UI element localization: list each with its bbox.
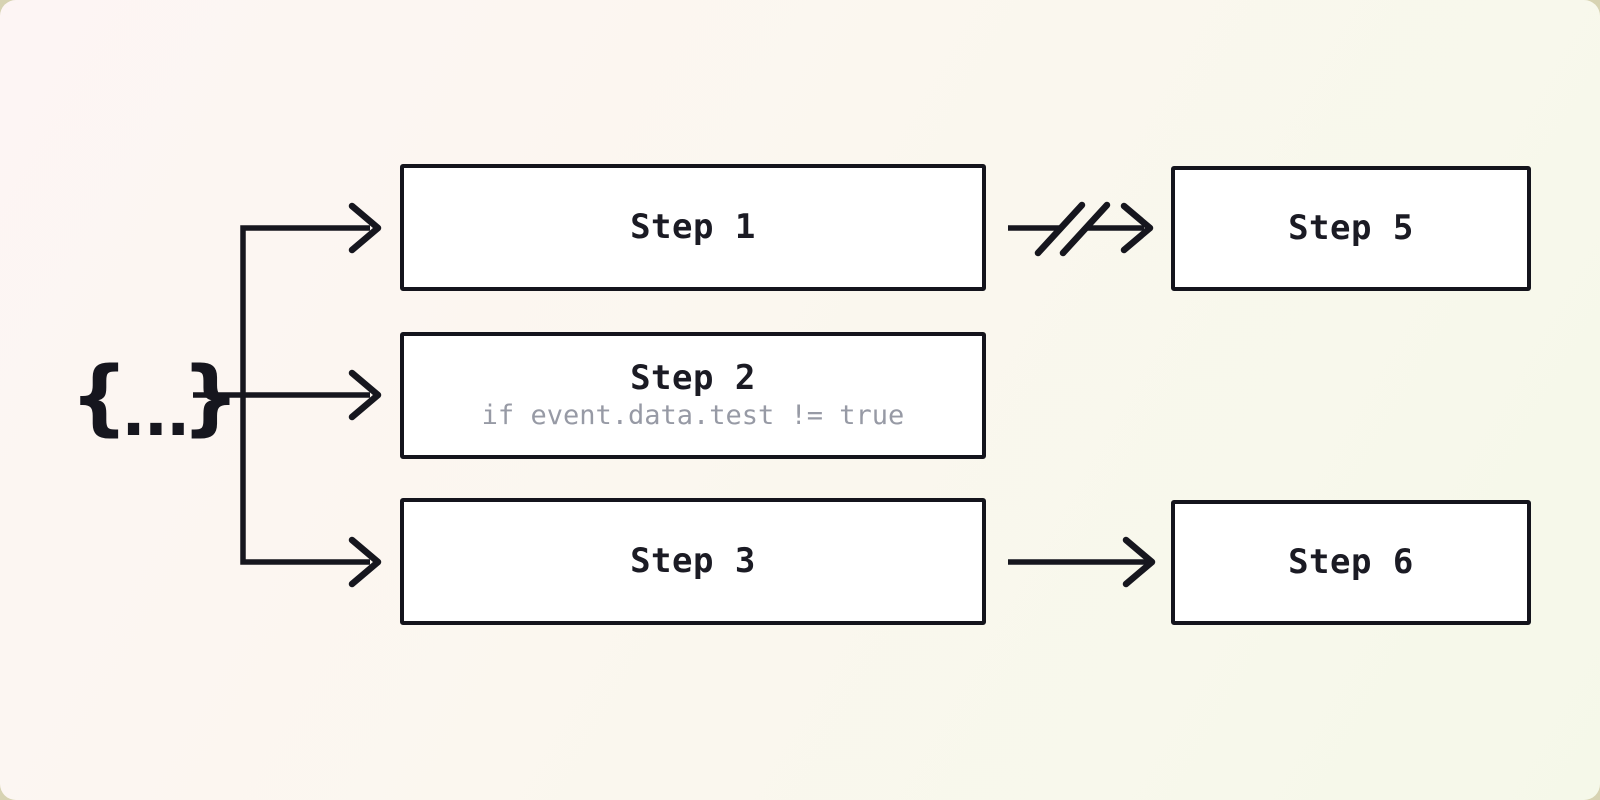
node-step6[interactable]: Step 6: [1171, 500, 1531, 625]
node-step1[interactable]: Step 1: [400, 164, 986, 291]
trigger-open-brace: {: [70, 350, 129, 445]
trigger-dots: ...: [121, 377, 190, 451]
node-step3[interactable]: Step 3: [400, 498, 986, 625]
arrowhead-step1-icon: [348, 202, 382, 254]
trigger-close-brace: }: [181, 350, 240, 445]
arrowhead-step3-icon: [348, 536, 382, 588]
fanout-trunk-line: [240, 225, 370, 565]
node-step6-label: Step 6: [1288, 541, 1414, 582]
node-step5[interactable]: Step 5: [1171, 166, 1531, 291]
arrowhead-step5-icon: [1120, 202, 1154, 254]
node-step2-condition: if event.data.test != true: [481, 399, 905, 431]
cancel-slash-icon: [1034, 201, 1086, 257]
trigger-node[interactable]: { ... }: [70, 350, 240, 451]
node-step1-label: Step 1: [630, 206, 756, 247]
node-step3-label: Step 3: [630, 540, 756, 581]
arrowhead-step2-icon: [348, 369, 382, 421]
edge-step3-step6: [1008, 536, 1156, 588]
node-step2-label: Step 2: [630, 357, 756, 398]
node-step2[interactable]: Step 2 if event.data.test != true: [400, 332, 986, 459]
node-step5-label: Step 5: [1288, 207, 1414, 248]
cancel-slash-icon: [1059, 201, 1111, 257]
edge-step1-step5-broken: [1008, 201, 1154, 257]
arrowhead-step6-icon: [1122, 536, 1156, 588]
